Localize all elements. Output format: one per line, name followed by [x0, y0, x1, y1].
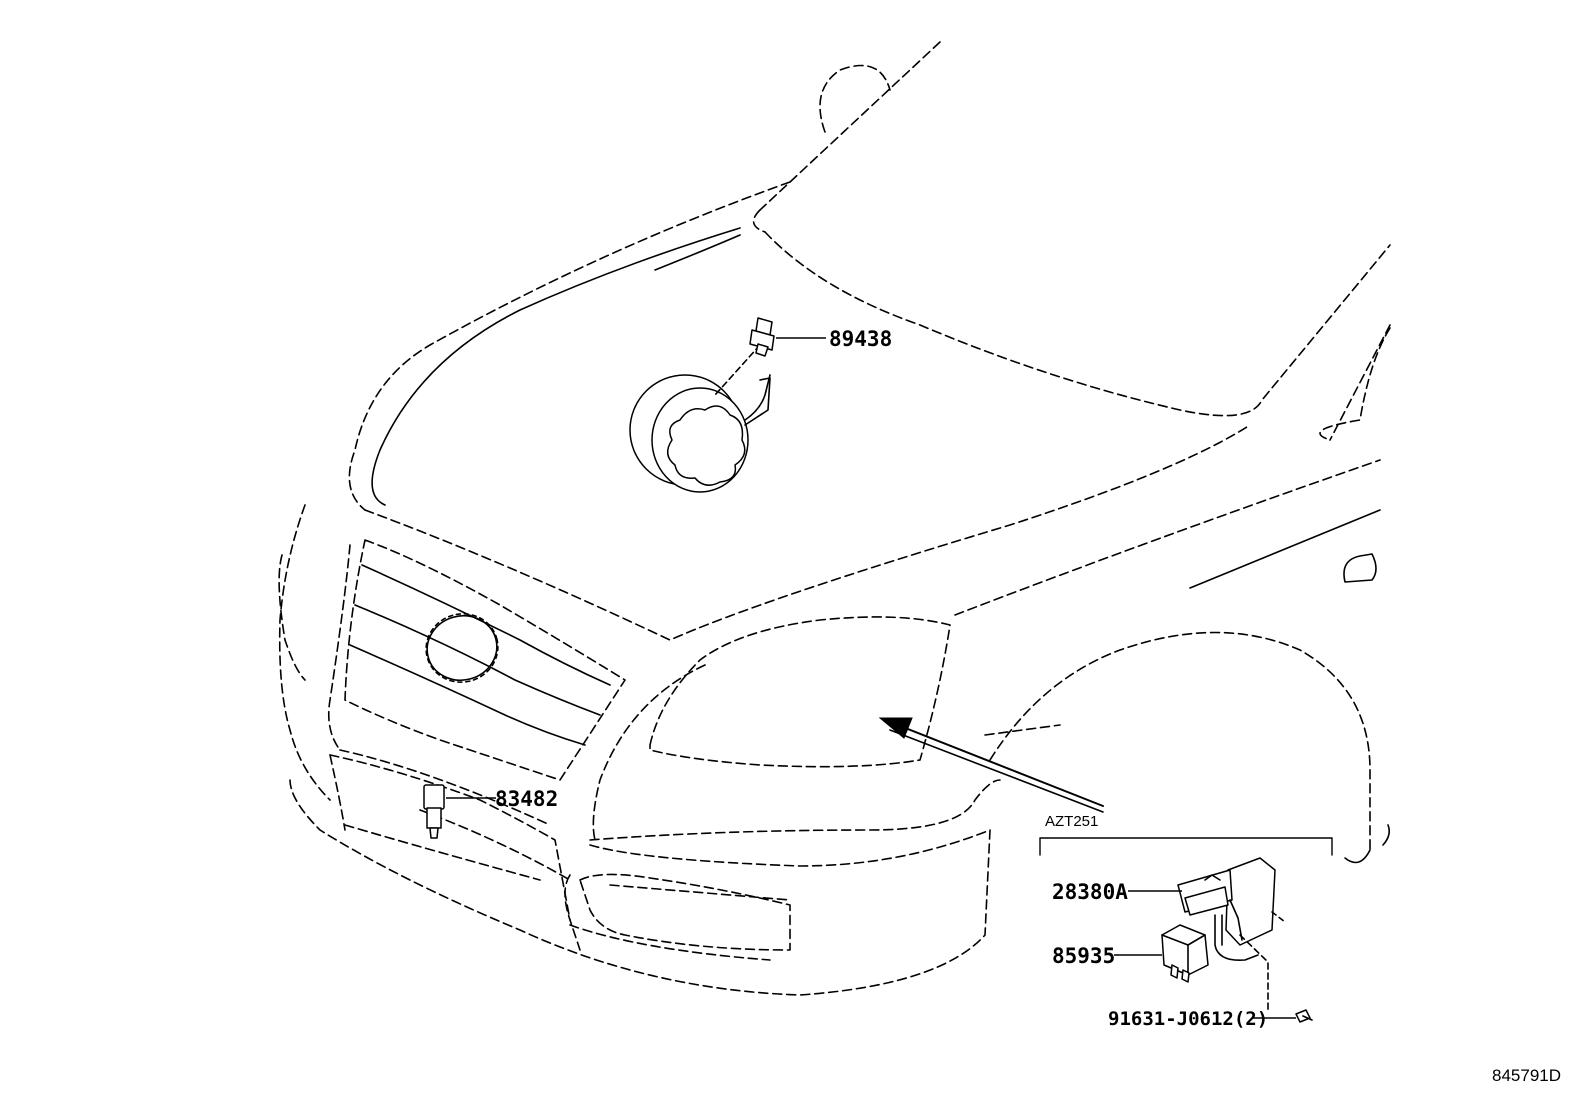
location-arrow	[878, 717, 1104, 813]
bolt-part	[1295, 1009, 1313, 1023]
relay-85935-part	[1161, 924, 1209, 983]
computer-28380a-part	[1177, 857, 1286, 1011]
horn-assembly	[629, 344, 771, 493]
callout-91631: 91631-J0612(2)	[1108, 1008, 1268, 1030]
sensor-89438-part	[749, 317, 775, 357]
sensor-83482-part	[423, 784, 445, 839]
diagram-id: 845791D	[1492, 1066, 1561, 1085]
callout-83482: 83482	[495, 787, 558, 811]
car-outline	[278, 41, 1391, 996]
model-label: AZT251	[1045, 813, 1098, 830]
callout-28380a: 28380A	[1052, 880, 1128, 904]
callout-89438: 89438	[829, 327, 892, 351]
callout-85935: 85935	[1052, 944, 1115, 968]
model-bracket	[1039, 837, 1333, 856]
